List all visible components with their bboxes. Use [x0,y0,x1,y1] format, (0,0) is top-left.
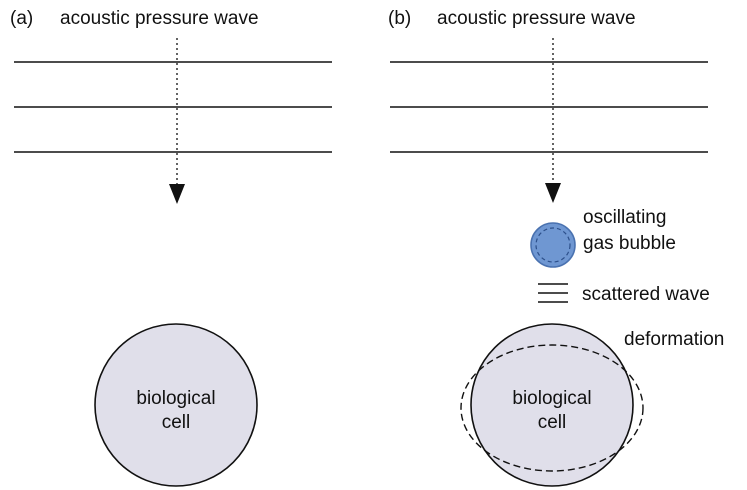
panel-a-label: (a) [10,8,33,29]
panel-b-gas-bubble [530,222,576,268]
panel-a-cell-label-line1: biological [136,388,215,409]
panel-b-gas-bubble-oscillation [535,227,571,263]
panel-b-cell-label-line2: cell [538,412,567,433]
panel-b-arrowhead [545,183,561,203]
panel-b-bubble-label-line1: oscillating [583,207,666,228]
panel-b-biological-cell [470,323,634,487]
panel-a: (a) acoustic pressure wave biological ce… [10,8,332,487]
panel-b-scattered-label: scattered wave [582,284,710,305]
panel-b-cell-label-line1: biological [512,388,591,409]
panel-b-label: (b) [388,8,411,29]
panel-a-biological-cell [94,323,258,487]
panel-a-cell-label-line2: cell [162,412,191,433]
panel-b: (b) acoustic pressure wave oscillating g… [388,8,724,487]
panel-b-wave-title: acoustic pressure wave [437,8,636,29]
panel-b-bubble-label-line2: gas bubble [583,233,676,254]
panel-a-wave-title: acoustic pressure wave [60,8,259,29]
panel-b-deformed-cell-outline [460,344,644,472]
panel-b-deformation-label: deformation [624,329,724,350]
panel-a-arrowhead [169,184,185,204]
